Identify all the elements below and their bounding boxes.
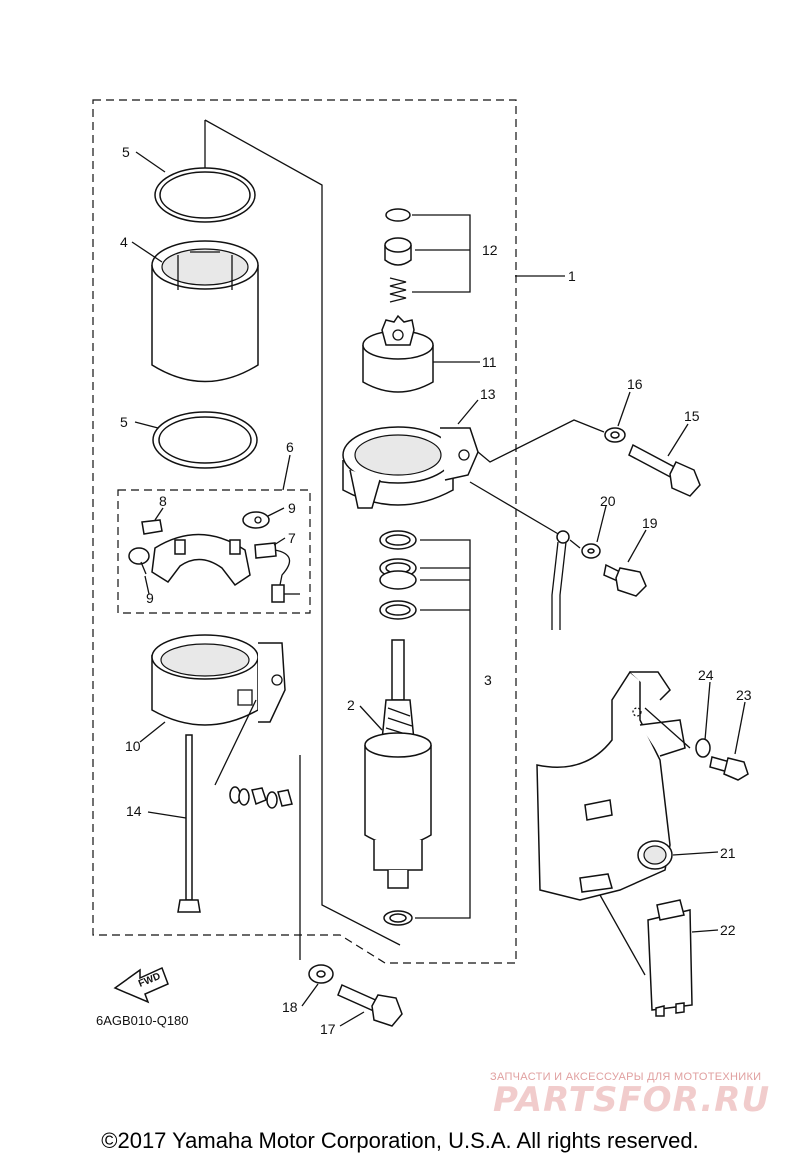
callout-1: 1 bbox=[568, 268, 576, 284]
figure-code: 6AGB010-Q180 bbox=[96, 1013, 189, 1028]
callout-23: 23 bbox=[736, 687, 752, 703]
callout-7: 7 bbox=[288, 530, 296, 546]
bracket-12 bbox=[412, 214, 471, 293]
copyright-notice: ©2017 Yamaha Motor Corporation, U.S.A. A… bbox=[101, 1128, 699, 1153]
washer-20 bbox=[581, 543, 601, 559]
callout-10: 10 bbox=[125, 738, 141, 754]
callout-19: 19 bbox=[642, 515, 658, 531]
yoke-housing bbox=[151, 240, 259, 383]
lead-wire bbox=[469, 481, 570, 630]
callout-13: 13 bbox=[480, 386, 496, 402]
brush-set-box bbox=[117, 489, 311, 614]
bolt-17 bbox=[337, 983, 403, 1027]
bolt-19 bbox=[603, 563, 647, 597]
fwd-arrow-icon: FWD bbox=[113, 966, 169, 1004]
callout-11: 11 bbox=[482, 354, 497, 370]
callout-12: 12 bbox=[482, 242, 498, 258]
leader-21-bracket bbox=[599, 707, 691, 976]
bracket-3 bbox=[415, 539, 471, 919]
end-cover bbox=[151, 634, 286, 726]
through-bolt bbox=[177, 734, 201, 913]
armature bbox=[364, 639, 432, 889]
washer-18 bbox=[308, 964, 334, 984]
starter-bracket bbox=[536, 670, 686, 901]
callout-5-upper: 5 bbox=[122, 144, 130, 160]
callout-17: 17 bbox=[320, 1021, 336, 1037]
brush-8 bbox=[141, 519, 163, 535]
callout-2: 2 bbox=[347, 697, 355, 713]
nut-washer-stack bbox=[229, 786, 293, 809]
callout-labels: 5 4 5 6 8 9 7 9 10 14 2 1 12 11 13 16 15… bbox=[120, 144, 752, 1037]
callout-22: 22 bbox=[720, 922, 736, 938]
callout-15: 15 bbox=[684, 408, 700, 424]
leader-nut-stack bbox=[214, 699, 301, 960]
callout-24: 24 bbox=[698, 667, 714, 683]
pinion-spring bbox=[389, 277, 407, 303]
callout-8: 8 bbox=[159, 493, 167, 509]
pinion-gear bbox=[362, 314, 434, 393]
cover-22 bbox=[647, 899, 693, 1017]
bolt-15 bbox=[628, 443, 701, 497]
pinion-stopper-ring bbox=[385, 208, 411, 222]
o-ring-lower bbox=[152, 411, 258, 469]
leader-19-20 bbox=[569, 539, 581, 549]
brush-7 bbox=[254, 542, 300, 603]
front-bracket bbox=[342, 426, 479, 509]
washer-16 bbox=[604, 427, 626, 443]
leader-13-bolt bbox=[477, 419, 605, 463]
pinion-collar bbox=[384, 237, 412, 266]
thrust-washers bbox=[379, 530, 417, 926]
spring-9-lower bbox=[128, 547, 150, 575]
o-ring-upper bbox=[154, 167, 256, 223]
callout-21: 21 bbox=[720, 845, 736, 861]
assembly-boundary bbox=[92, 99, 517, 964]
callout-16: 16 bbox=[627, 376, 643, 392]
spring-9-upper bbox=[242, 511, 270, 529]
watermark-tagline: ЗАПЧАСТИ И АКСЕССУАРЫ ДЛЯ МОТОТЕХНИКИ bbox=[490, 1071, 762, 1083]
callout-leaders bbox=[131, 151, 746, 1027]
washer-24 bbox=[695, 738, 711, 758]
callout-9-lower: 9 bbox=[146, 590, 154, 606]
callout-3: 3 bbox=[484, 672, 492, 688]
callout-6: 6 bbox=[286, 439, 294, 455]
callout-18: 18 bbox=[282, 999, 298, 1015]
callout-20: 20 bbox=[600, 493, 616, 509]
brush-holder-plate bbox=[151, 533, 251, 587]
bolt-23 bbox=[709, 756, 749, 781]
callout-9-upper: 9 bbox=[288, 500, 296, 516]
watermark-logo: PARTSFOR.RU bbox=[493, 1080, 771, 1120]
callout-14: 14 bbox=[126, 803, 142, 819]
callout-4: 4 bbox=[120, 234, 128, 250]
callout-5-lower: 5 bbox=[120, 414, 128, 430]
